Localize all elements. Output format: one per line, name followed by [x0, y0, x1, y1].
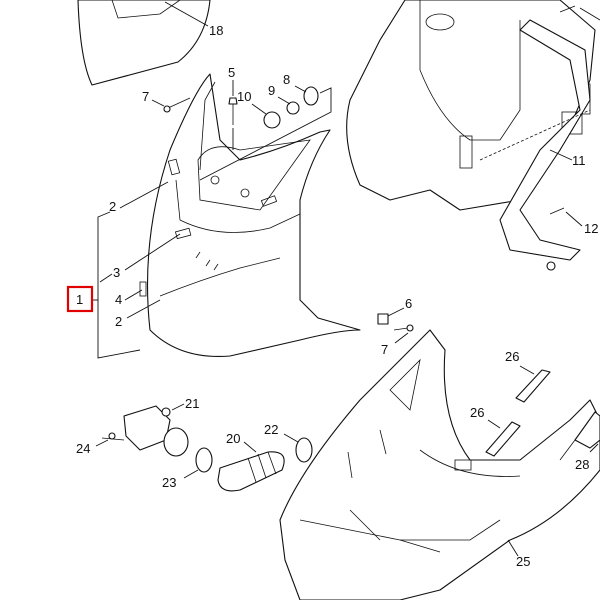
callout-26-upper[interactable]: 26: [505, 349, 519, 364]
callout-10[interactable]: 10: [237, 89, 251, 104]
callout-4[interactable]: 4: [115, 292, 122, 307]
part-6-7-clip-screw: [377, 307, 414, 344]
callout-25[interactable]: 25: [516, 554, 530, 569]
callout-6[interactable]: 6: [405, 296, 412, 311]
callout-28[interactable]: 28: [575, 457, 589, 472]
fasteners-group-top: [151, 80, 332, 181]
callout-9[interactable]: 9: [268, 83, 275, 98]
part-28-bracket: [574, 411, 600, 453]
callout-12[interactable]: 12: [584, 221, 598, 236]
callout-2-lower[interactable]: 2: [115, 314, 122, 329]
callout-1[interactable]: 1: [76, 292, 83, 307]
callout-21[interactable]: 21: [185, 396, 199, 411]
callout-7-lower[interactable]: 7: [381, 342, 388, 357]
part-1-leg-shield: [139, 73, 361, 358]
callout-3[interactable]: 3: [113, 265, 120, 280]
callout-11[interactable]: 11: [572, 153, 586, 168]
callout-23[interactable]: 23: [162, 475, 176, 490]
part-18-upper-cover: [77, 0, 211, 86]
part-26-pads: [485, 365, 551, 457]
callout-5[interactable]: 5: [228, 65, 235, 80]
callout-labels: 18 5 7 10 9 8 2 3 1 4 2 6 7 11 12 26 26 …: [76, 23, 598, 569]
callout-22[interactable]: 22: [264, 422, 278, 437]
callout-8[interactable]: 8: [283, 72, 290, 87]
intake-duct-group: [95, 403, 313, 492]
callout-26-lower[interactable]: 26: [470, 405, 484, 420]
part-11-inner-cover: [346, 0, 600, 271]
callout-24[interactable]: 24: [76, 441, 90, 456]
highlight-box-callout-1: [66, 285, 94, 313]
callout-18[interactable]: 18: [209, 23, 223, 38]
callout-20[interactable]: 20: [226, 431, 240, 446]
callout-2-upper[interactable]: 2: [109, 199, 116, 214]
callout-7-top[interactable]: 7: [142, 89, 149, 104]
part-25-lower-cover: [279, 329, 600, 600]
callout-1-bracket: [93, 181, 181, 359]
